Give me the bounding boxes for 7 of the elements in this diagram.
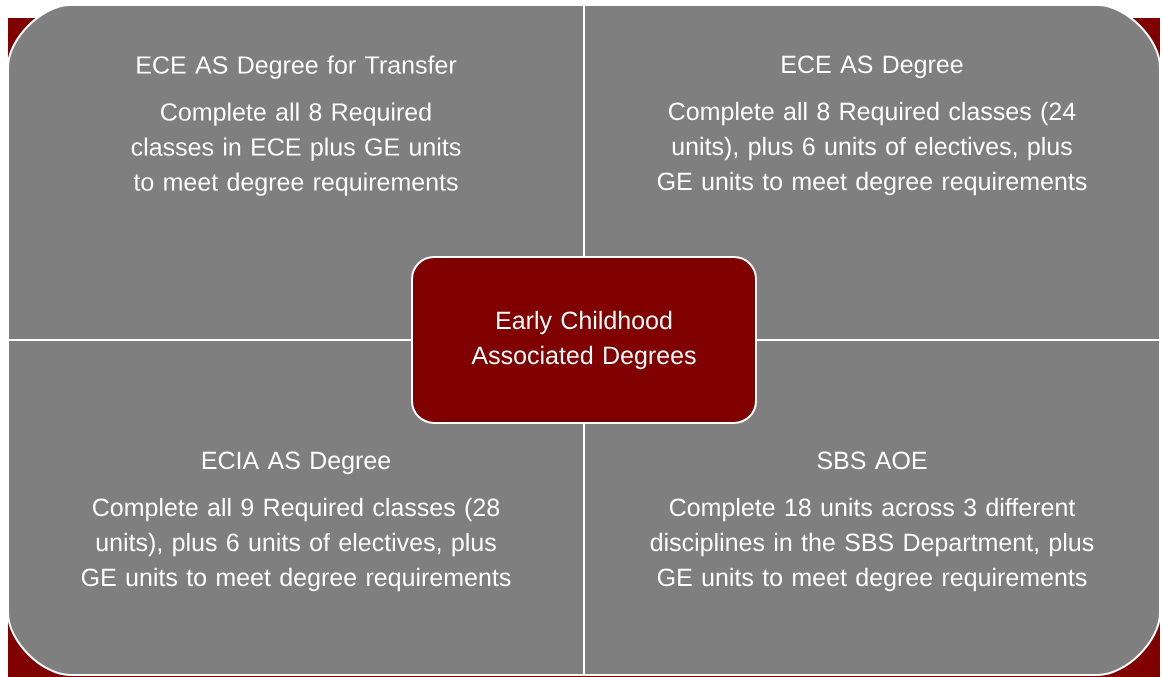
node-label: Complete all 9 Required classes (28 units), plus 6 units of electives, plus GE units to meet degree requirements xyxy=(81,497,511,592)
node-label: Complete 18 units across 3 different disciplines in the SBS Department, plus GE units to meet degree requirements xyxy=(650,497,1094,592)
center-box: Early Childhood Associated Degrees xyxy=(411,256,757,424)
node-label: ECE AS Degree xyxy=(782,55,963,79)
node-label: SBS AOE xyxy=(817,451,927,470)
node-label: Complete all 8 Required classes (24 units), plus 6 units of electives, plus GE units to meet degree requirements xyxy=(657,101,1087,196)
node-label: ECIA AS Degree xyxy=(202,451,391,475)
